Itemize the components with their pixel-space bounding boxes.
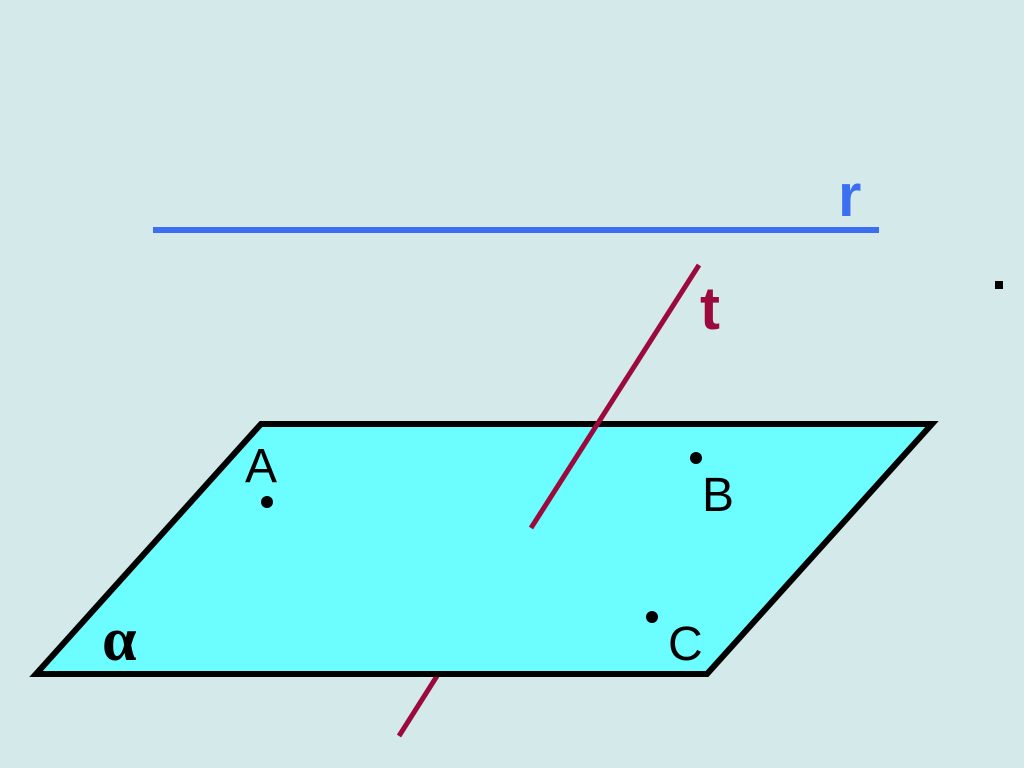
point-b-label: B [702,469,734,522]
plane-alpha [29,421,939,677]
line-t-label: t [700,275,720,342]
plane-alpha-label: α [102,606,137,674]
point-b-dot [690,452,702,464]
line-t-upper-segment [528,263,702,530]
point-c-label: C [668,618,703,671]
line-t-lower-segment [396,674,440,738]
point-c-dot [646,611,658,623]
point-a-dot [261,496,273,508]
stray-dot [995,281,1003,289]
line-r-label: r [838,162,861,229]
point-a-label: A [245,440,277,493]
